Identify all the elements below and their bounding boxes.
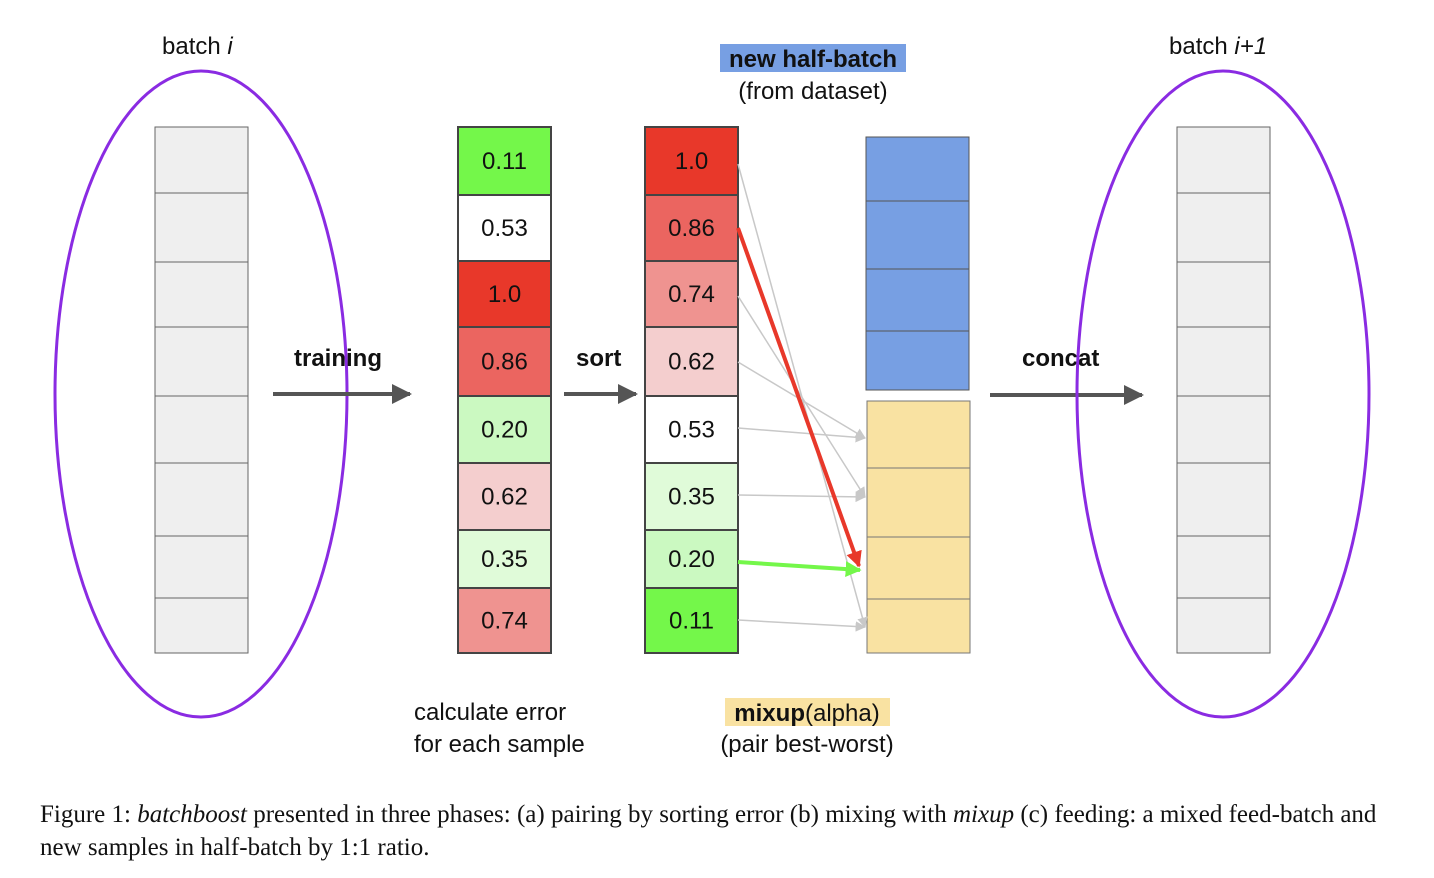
batch-i-plus-1-label: batch i+1 xyxy=(1169,33,1267,60)
error-cell xyxy=(459,464,550,529)
sorted-cell xyxy=(646,531,737,587)
concat-label: concat xyxy=(1022,345,1099,372)
mixup-highlight xyxy=(725,698,890,726)
batch-i-column xyxy=(154,126,249,654)
worst-sample-arrow xyxy=(736,227,862,568)
error-column: 0.11 0.53 1.0 0.86 0.20 0.62 0.35 0.74 xyxy=(457,126,552,654)
error-cell xyxy=(459,397,550,462)
error-caption-line1: calculate error xyxy=(414,699,566,726)
mixed-half-batch-block xyxy=(866,400,971,654)
new-half-batch-highlight xyxy=(720,44,906,72)
error-cell xyxy=(459,589,550,652)
sorted-value: 0.35 xyxy=(668,484,715,511)
error-cell xyxy=(459,262,550,326)
error-value: 1.0 xyxy=(488,281,521,308)
error-cell xyxy=(459,196,550,260)
error-value: 0.20 xyxy=(481,417,528,444)
sorted-value: 0.74 xyxy=(668,281,715,308)
training-label: training xyxy=(294,345,382,372)
sorted-cell xyxy=(646,397,737,462)
error-value: 0.35 xyxy=(481,546,528,573)
error-value: 0.62 xyxy=(481,484,528,511)
batch-i-label: batch i xyxy=(162,33,233,60)
error-cell xyxy=(459,328,550,395)
sorted-value: 0.11 xyxy=(669,608,714,635)
new-half-batch-subtitle: (from dataset) xyxy=(738,78,887,105)
sorted-column: 1.0 0.86 0.74 0.62 0.53 0.35 0.20 0.11 xyxy=(644,126,739,654)
sorted-cell xyxy=(646,464,737,529)
mixup-label: mixup(alpha) xyxy=(734,700,879,727)
sorted-value: 0.53 xyxy=(668,417,715,444)
error-value: 0.74 xyxy=(481,608,528,635)
sorted-value: 0.62 xyxy=(668,349,715,376)
sorted-cell xyxy=(646,589,737,652)
error-value: 0.86 xyxy=(481,349,528,376)
new-half-batch-title: new half-batch xyxy=(729,46,897,73)
sort-label: sort xyxy=(576,345,621,372)
mixup-subtitle: (pair best-worst) xyxy=(720,731,893,758)
pairing-lines xyxy=(737,163,868,632)
sorted-value: 0.20 xyxy=(668,546,715,573)
sorted-cell xyxy=(646,262,737,326)
sorted-value: 1.0 xyxy=(675,148,708,175)
batch-i-plus-1-ellipse xyxy=(1075,69,1371,719)
best-sample-arrow xyxy=(737,560,862,578)
sorted-cell xyxy=(646,128,737,194)
error-cell xyxy=(459,128,550,194)
error-cell xyxy=(459,531,550,587)
sorted-cell xyxy=(646,328,737,395)
error-value: 0.53 xyxy=(481,215,528,242)
sorted-value: 0.86 xyxy=(668,215,715,242)
sorted-cell xyxy=(646,196,737,260)
batchboost-diagram: batch i training 0.11 0.53 1.0 0.86 0.20 0.62… xyxy=(53,33,1371,758)
error-caption-line2: for each sample xyxy=(414,731,585,758)
figure-caption: Figure 1: batchboost presented in three … xyxy=(40,801,1377,861)
new-half-batch-block xyxy=(865,136,970,391)
batch-i-plus-1-column xyxy=(1176,126,1271,654)
error-value: 0.11 xyxy=(482,148,527,175)
